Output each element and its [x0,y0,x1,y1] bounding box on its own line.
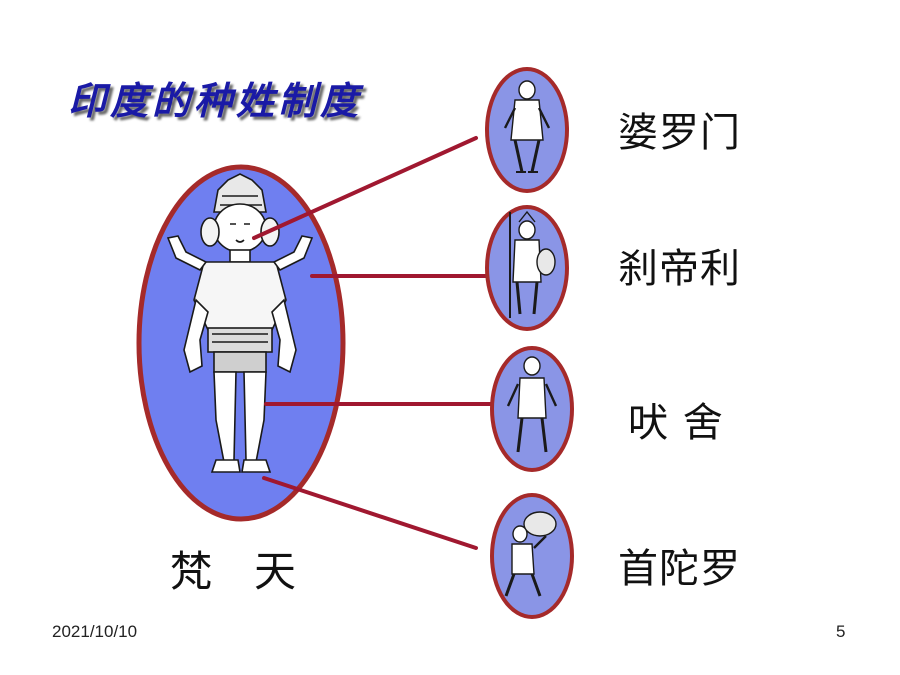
footer-date: 2021/10/10 [52,622,138,641]
caste-label-kshatriya: 刹帝利 [618,246,741,292]
slide-title: 印度的种姓制度 [68,78,363,123]
caste-label-shudra: 首陀罗 [618,546,741,592]
connector-head [252,136,478,240]
connector-feet [262,476,478,550]
shudra-figure-icon [504,511,557,597]
caste-label-brahmin: 婆罗门 [618,110,741,156]
connectors [252,136,496,550]
brahma-figure-icon [166,173,314,473]
god-label: 梵 天 [170,547,297,596]
vaishya-figure-icon [506,356,558,453]
caste-label-vaishya: 吠 舍 [628,400,724,446]
brahmin-figure-icon [503,80,551,173]
kshatriya-figure-icon [509,210,556,318]
page-number: 5 [836,622,846,641]
